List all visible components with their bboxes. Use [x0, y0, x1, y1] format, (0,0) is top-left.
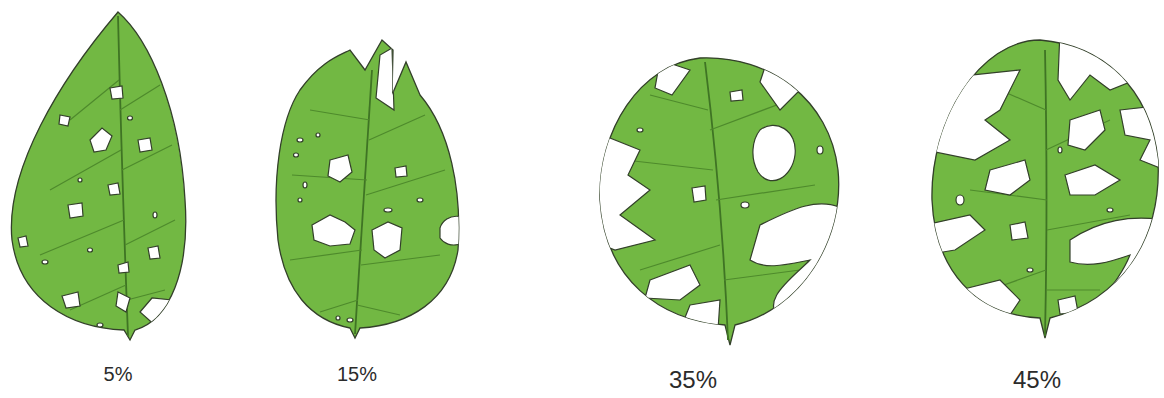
damage-percent-label: 15%	[337, 363, 377, 386]
leaf-15	[276, 40, 470, 338]
leaf-35	[590, 52, 845, 345]
damage-percent-label: 45%	[1013, 366, 1061, 394]
damage-percent-label: 5%	[104, 363, 133, 386]
leaf-5	[11, 12, 185, 340]
leaf-45	[925, 30, 1164, 338]
damage-percent-label: 35%	[669, 366, 717, 394]
